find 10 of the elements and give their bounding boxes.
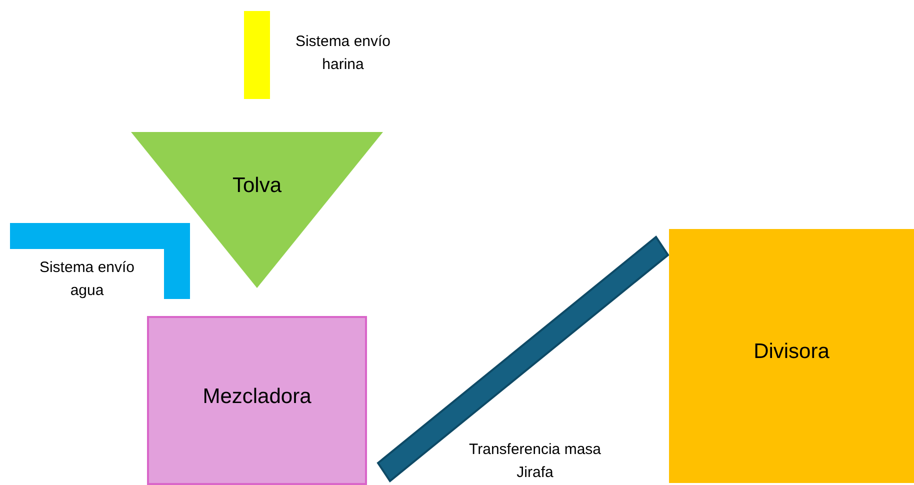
flour-feed-bar (244, 11, 270, 99)
mixer-box (147, 316, 367, 485)
conveyor-label: Transferencia masa Jirafa (468, 440, 602, 483)
node-label: Tolva (232, 173, 282, 199)
flour-feed-label: Sistema envío harina (294, 32, 392, 75)
conveyor-bar (376, 235, 670, 483)
node-label: Divisora (754, 339, 830, 366)
water-feed-label: Sistema envío agua (38, 258, 136, 301)
water-feed-pipe (10, 223, 190, 299)
node-label: Mezcladora (202, 384, 312, 410)
